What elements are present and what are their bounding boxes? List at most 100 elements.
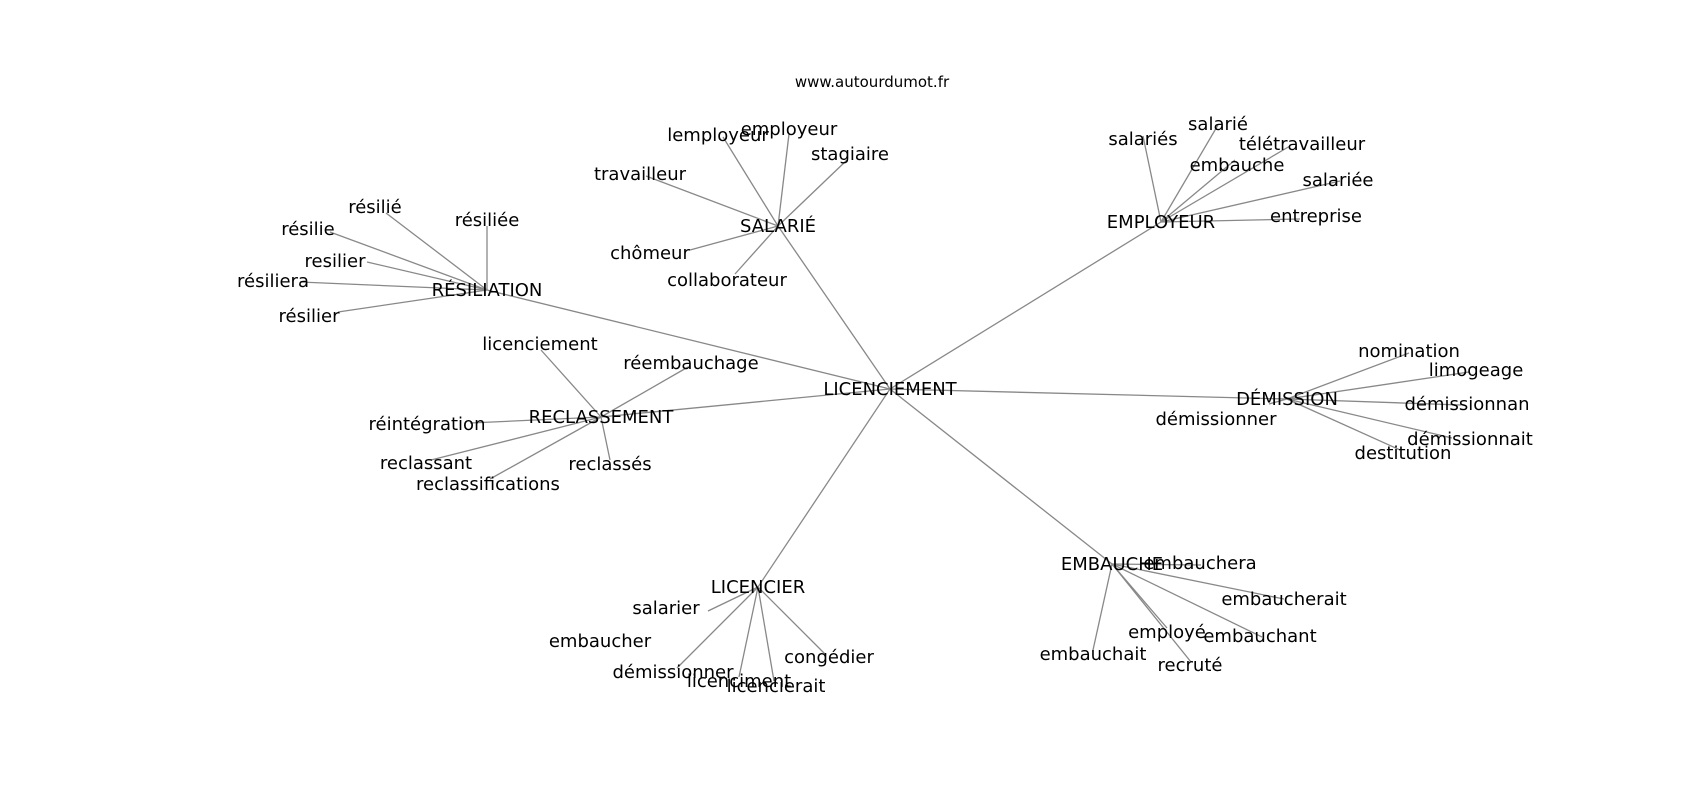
hub-node-demission: DÉMISSION: [1236, 388, 1338, 410]
edge-center-employeur: [889, 221, 1162, 390]
leaf-node-embaucherait: embaucherait: [1221, 589, 1346, 610]
leaf-node-embauchait: embauchait: [1040, 644, 1147, 665]
edge-licencier-licencierait: [757, 586, 775, 682]
edge-demission-destitution: [1286, 398, 1401, 451]
edge-embauche-embauchait: [1092, 563, 1113, 651]
leaf-node-resiliee: résiliée: [455, 210, 520, 231]
leaf-node-stagiaire: stagiaire: [811, 144, 889, 165]
leaf-node-limogeage: limogeage: [1429, 360, 1524, 381]
leaf-node-demissionner: démissionner: [612, 662, 734, 683]
leaf-node-embauche: embauche: [1190, 155, 1285, 176]
edge-employeur-teletravailleur: [1160, 145, 1291, 223]
edge-center-demission: [889, 388, 1288, 400]
leaf-node-teletravailleur: télétravailleur: [1239, 134, 1366, 155]
leaf-node-nomination: nomination: [1358, 341, 1460, 362]
leaf-node-resilier: resilier: [305, 251, 367, 272]
edge-licencier-congedier: [757, 586, 827, 656]
edge-reclassement-licenciement: [540, 349, 602, 418]
edge-salarie-travailleur: [645, 175, 779, 227]
leaf-node-reclassifications: reclassifications: [416, 474, 560, 495]
edge-resiliation-resiliera: [299, 281, 488, 291]
edge-demission-demissionnan: [1286, 398, 1462, 406]
leaf-node-reclasses: reclassés: [568, 454, 651, 475]
edge-salarie-collaborateur: [734, 225, 779, 275]
leaf-node-recrute: recruté: [1158, 655, 1223, 676]
edge-licencier-demissionner: [676, 586, 759, 669]
edge-salarie-chomeur: [689, 225, 779, 251]
hub-node-employeur: EMPLOYEUR: [1107, 212, 1215, 233]
leaf-node-resilie: résilié: [348, 197, 402, 218]
leaf-node-demissionner: démissionner: [1155, 409, 1277, 430]
edge-resiliation-resilie: [385, 212, 488, 291]
edge-resiliation-resilier: [366, 261, 488, 291]
edge-center-salarie: [777, 225, 891, 390]
leaf-node-travailleur: travailleur: [594, 164, 687, 185]
hub-node-embauche: EMBAUCHE: [1061, 554, 1163, 575]
edge-embauche-embaucherait: [1111, 563, 1285, 600]
source-title: www.autourdumot.fr: [795, 73, 950, 91]
edge-demission-demissionnait: [1286, 398, 1453, 439]
leaf-node-salariee: salariée: [1303, 170, 1374, 191]
edge-reclassement-reembauchage: [600, 366, 689, 418]
edge-employeur-salaries: [1142, 135, 1162, 223]
leaf-node-employeur: employeur: [741, 119, 838, 140]
edge-employeur-entreprise: [1160, 218, 1301, 223]
edge-resiliation-resilier: [337, 289, 488, 313]
leaf-node-embaucher: embaucher: [549, 631, 652, 652]
graph-edges: [299, 124, 1470, 682]
edge-embauche-embauchera: [1111, 563, 1202, 566]
leaf-node-demissionnan: démissionnan: [1404, 394, 1529, 415]
edge-employeur-salarie: [1160, 124, 1219, 223]
center-node-label: LICENCIEMENT: [823, 379, 957, 400]
leaf-node-salarie: salarié: [1188, 114, 1248, 135]
edge-reclassement-reintegration: [469, 416, 602, 424]
edge-employeur-salariee: [1160, 180, 1341, 223]
edge-center-licencier: [757, 388, 891, 588]
edge-salarie-employeur: [777, 133, 790, 227]
leaf-node-embauchera: embauchera: [1143, 553, 1256, 574]
edge-demission-demissionner: [1268, 398, 1288, 405]
leaf-node-resilie: résilie: [281, 219, 335, 240]
edge-demission-limogeage: [1286, 371, 1470, 400]
edge-licencier-licenciment: [738, 586, 759, 678]
leaf-node-salarier: salarier: [632, 598, 700, 619]
edge-reclassement-reclasses: [600, 416, 611, 461]
leaf-node-demissionnait: démissionnait: [1407, 429, 1533, 450]
edge-center-resiliation: [486, 289, 891, 390]
edge-demission-nomination: [1286, 352, 1410, 400]
leaf-node-entreprise: entreprise: [1270, 206, 1362, 227]
edge-center-reclassement: [600, 388, 891, 418]
leaf-node-reembauchage: réembauchage: [623, 353, 758, 374]
leaf-node-reintegration: réintégration: [369, 414, 486, 435]
leaf-node-chomeur: chômeur: [610, 243, 690, 264]
edge-reclassement-reclassifications: [489, 416, 602, 480]
leaf-node-licenciment: licenciment: [687, 671, 791, 692]
graph-labels: www.autourdumot.fr LICENCIEMENT RÉSILIATI…: [237, 73, 1533, 697]
edge-salarie-stagiaire: [777, 159, 848, 227]
edge-licencier-embaucher: [707, 586, 759, 612]
edge-salarie-lemployeur: [722, 136, 779, 227]
leaf-node-resiliera: résiliera: [237, 271, 309, 292]
leaf-node-congedier: congédier: [784, 647, 874, 668]
leaf-node-reclassant: reclassant: [380, 453, 472, 474]
edge-resiliation-resilie: [329, 231, 488, 291]
leaf-node-lemployeur: lemployeur: [667, 125, 769, 146]
hub-node-licencier: LICENCIER: [711, 577, 806, 598]
edge-embauche-recrute: [1111, 563, 1192, 663]
hub-node-salarie: SALARIÉ: [740, 215, 816, 237]
hub-node-resiliation: RÉSILIATION: [432, 279, 543, 301]
edge-employeur-embauche: [1160, 159, 1236, 223]
leaf-node-collaborateur: collaborateur: [667, 270, 787, 291]
leaf-node-licencierait: licencierait: [727, 676, 826, 697]
leaf-node-licenciement: licenciement: [482, 334, 597, 355]
edge-center-embauche: [889, 388, 1113, 565]
edge-embauche-embauchant: [1111, 563, 1263, 638]
edge-reclassement-reclassant: [430, 416, 602, 461]
leaf-node-embauchant: embauchant: [1203, 626, 1316, 647]
hub-node-reclassement: RECLASSEMENT: [529, 407, 675, 428]
leaf-node-resilier: résilier: [279, 306, 341, 327]
leaf-node-salaries: salariés: [1108, 129, 1177, 150]
leaf-node-destitution: destitution: [1355, 443, 1452, 464]
leaf-node-employe: employé: [1128, 622, 1206, 643]
